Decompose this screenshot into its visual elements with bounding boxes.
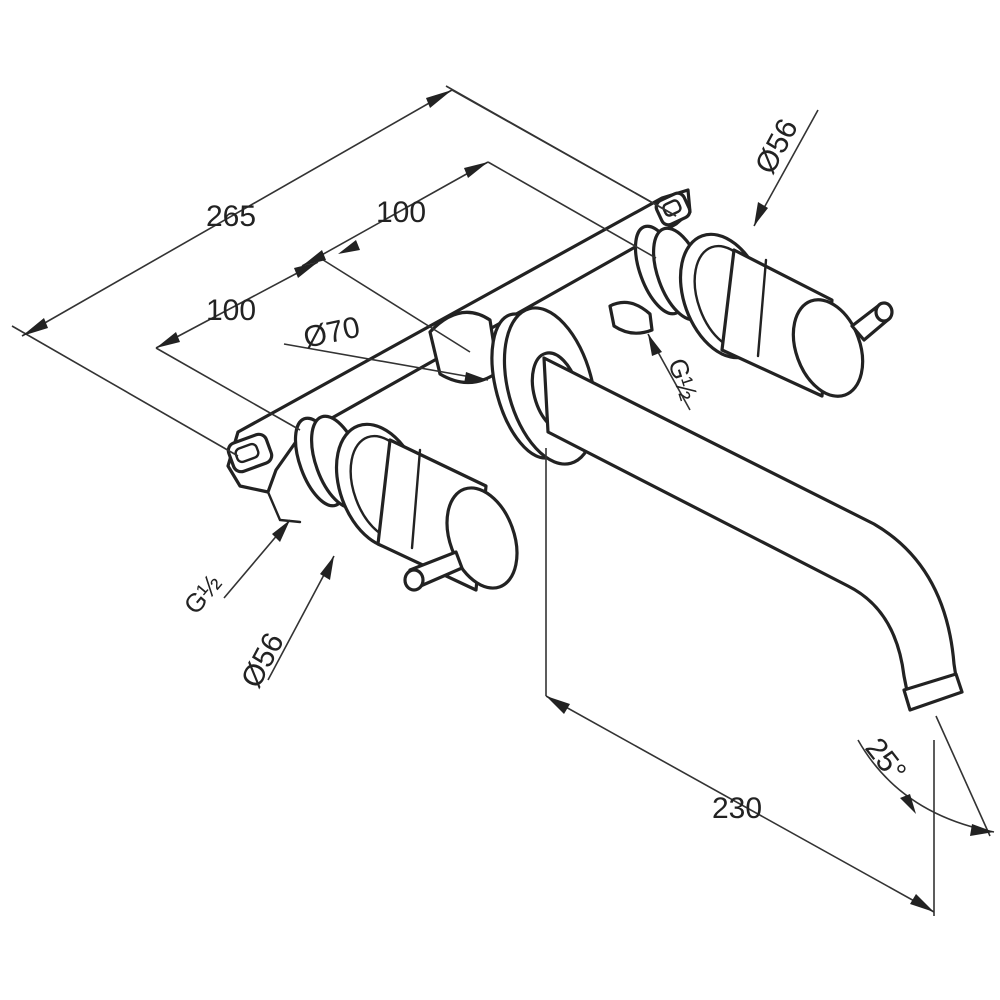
dimension-upper-100-label: 100 xyxy=(376,196,426,229)
upper-valve xyxy=(633,224,894,398)
dimension-upper-thread: G½ xyxy=(647,333,704,411)
dimension-lower-thread: G½ xyxy=(178,519,291,620)
dimension-265-label: 265 xyxy=(206,200,256,233)
dimension-angle-label: 25° xyxy=(858,732,912,788)
dimension-lower-d56-label: Ø56 xyxy=(235,628,291,694)
dimension-lower-thread-label: G½ xyxy=(178,568,228,619)
dimension-230: 230 xyxy=(545,448,935,916)
dimension-lower-100-label: 100 xyxy=(206,294,256,327)
dimension-upper-thread-label: G½ xyxy=(662,355,703,404)
dimension-upper-d56-label: Ø56 xyxy=(749,114,805,180)
dimension-lower-d56: Ø56 xyxy=(235,555,335,694)
dimension-lower-100: 100 xyxy=(155,261,319,431)
dimension-upper-d56: Ø56 xyxy=(749,109,819,227)
dimension-230-label: 230 xyxy=(712,792,762,825)
spout xyxy=(490,306,964,712)
dimension-265: 265 xyxy=(11,85,677,457)
lower-valve xyxy=(293,414,519,592)
dimension-angle: 25° xyxy=(857,715,995,837)
dimension-d70-label: Ø70 xyxy=(301,311,363,355)
dimension-upper-100: 100 xyxy=(301,161,657,353)
